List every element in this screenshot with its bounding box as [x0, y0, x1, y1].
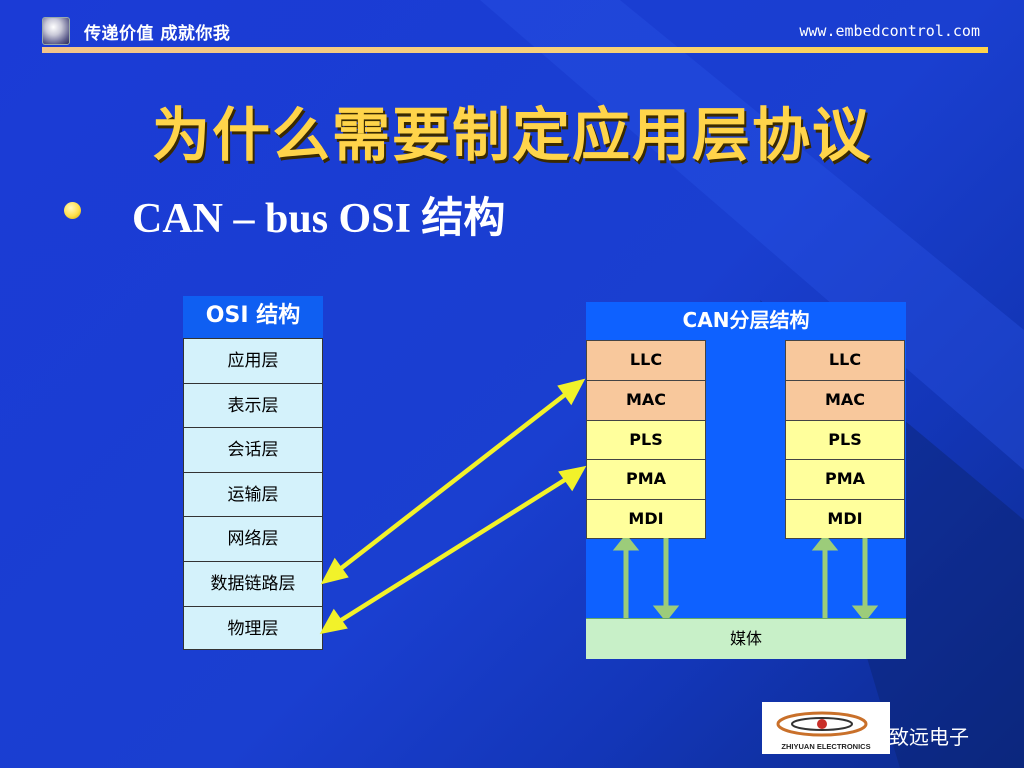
slide-title: 为什么需要制定应用层协议 — [151, 101, 872, 169]
can-layer-mac: MAC — [785, 379, 905, 420]
header-url[interactable]: www.embedcontrol.com — [799, 22, 980, 40]
media-connector-arrows — [612, 538, 879, 618]
can-layer-pma: PMA — [785, 459, 905, 500]
osi-layer-session: 会话层 — [183, 427, 323, 472]
osi-layer-stack: 应用层 表示层 会话层 运输层 网络层 数据链路层 物理层 — [183, 338, 323, 658]
can-stack-right: LLC MAC PLS PMA MDI — [785, 340, 905, 539]
brand-logo-icon: ZHIYUAN ELECTRONICS — [776, 711, 871, 751]
osi-layer-presentation: 表示层 — [183, 382, 323, 428]
osi-layer-physical: 物理层 — [183, 605, 323, 651]
can-layer-pls: PLS — [785, 419, 905, 460]
brand-logo: ZHIYUAN ELECTRONICS — [762, 702, 890, 754]
bullet-icon — [64, 202, 81, 219]
can-media: 媒体 — [586, 618, 906, 659]
can-layer-mac: MAC — [586, 379, 706, 420]
header-divider — [42, 47, 988, 53]
registered-mark: ® — [877, 700, 891, 716]
osi-heading: OSI 结构 — [183, 296, 323, 338]
can-layer-llc: LLC — [586, 340, 706, 380]
osi-layer-network: 网络层 — [183, 516, 323, 561]
header-logo-icon — [42, 17, 70, 45]
can-layer-mdi: MDI — [586, 499, 706, 539]
can-layer-llc: LLC — [785, 340, 905, 380]
osi-layer-application: 应用层 — [183, 338, 323, 383]
header-slogan: 传递价值 成就你我 — [84, 24, 231, 44]
brand-name: 致远电子 — [889, 725, 969, 749]
can-stack-left: LLC MAC PLS PMA MDI — [586, 340, 706, 539]
can-layer-pma: PMA — [586, 459, 706, 500]
can-layer-pls: PLS — [586, 419, 706, 460]
can-layer-mdi: MDI — [785, 499, 905, 539]
can-heading: CAN分层结构 — [682, 308, 810, 332]
osi-layer-datalink: 数据链路层 — [183, 560, 323, 606]
brand-logo-text: ZHIYUAN ELECTRONICS — [781, 742, 870, 751]
osi-layer-transport: 运输层 — [183, 471, 323, 517]
bullet-text: CAN – bus OSI 结构 — [132, 196, 506, 242]
